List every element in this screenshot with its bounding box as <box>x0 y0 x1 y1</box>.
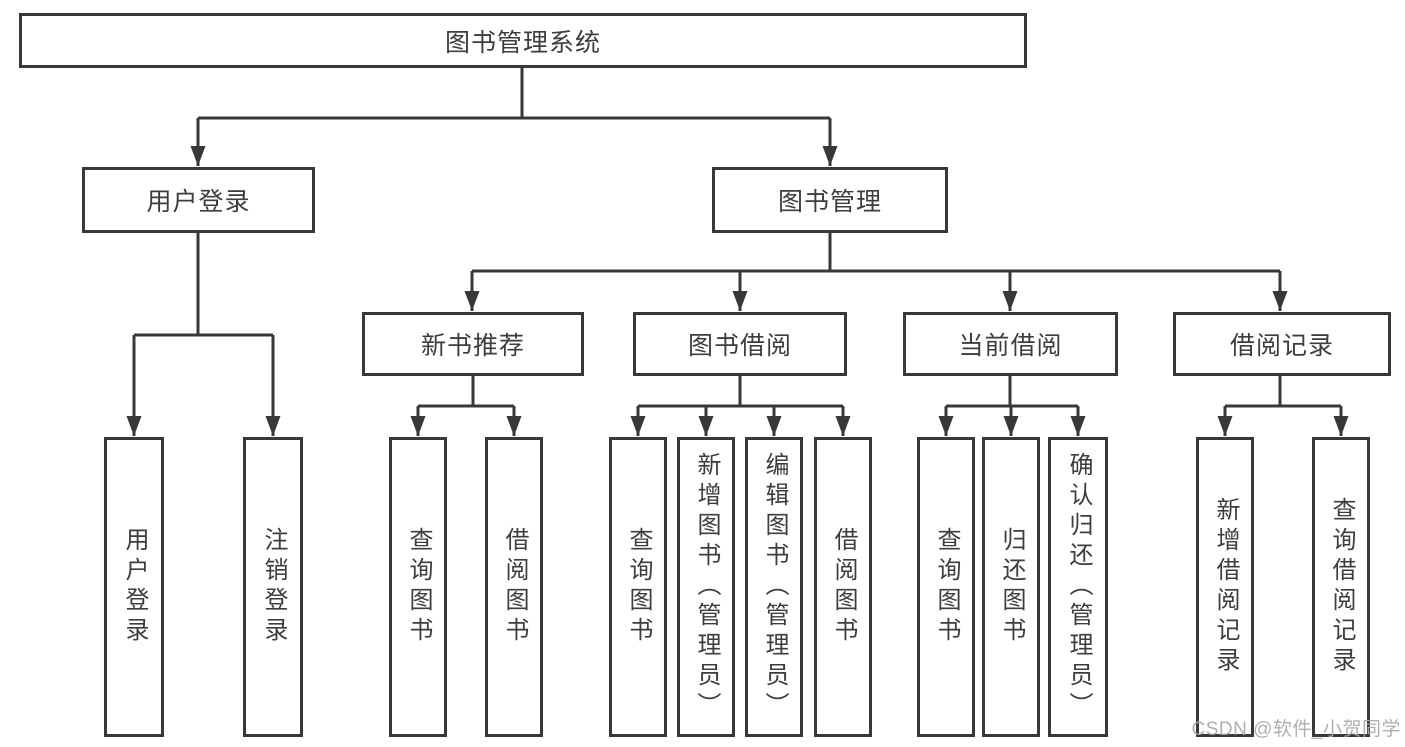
node-new-book-recommendation: 新书推荐 <box>362 312 584 376</box>
leaf-confirm-return-admin: 确认归还（管理员） <box>1048 437 1108 737</box>
node-label: 确认归还（管理员） <box>1065 452 1092 722</box>
leaf-query-borrow-record: 查询借阅记录 <box>1312 437 1370 737</box>
leaf-borrow-book-borrowing: 借阅图书 <box>814 437 872 737</box>
connector-current-borrowing-to-leaves <box>938 376 1086 436</box>
node-label: 借阅图书 <box>830 527 857 647</box>
node-label: 借阅记录 <box>1229 332 1334 360</box>
node-label: 新增借阅记录 <box>1212 497 1239 677</box>
connector-borrowing-records-to-leaves <box>1217 376 1349 436</box>
leaf-logout: 注销登录 <box>243 437 303 737</box>
node-book-management: 图书管理 <box>712 167 948 233</box>
node-root: 图书管理系统 <box>19 13 1027 68</box>
leaf-return-book: 归还图书 <box>982 437 1040 737</box>
node-label: 查询图书 <box>625 527 652 647</box>
node-label: 当前借阅 <box>958 332 1063 360</box>
node-label: 新书推荐 <box>420 332 525 360</box>
node-book-borrowing: 图书借阅 <box>633 312 847 376</box>
connector-user-login-to-leaves <box>126 233 281 436</box>
leaf-add-book-admin: 新增图书（管理员） <box>677 437 735 737</box>
leaf-query-book-recommend: 查询图书 <box>389 437 447 737</box>
csdn-watermark: CSDN @软件_小贺同学 <box>1191 719 1401 740</box>
connector-book-borrowing-to-leaves <box>630 376 851 436</box>
node-label: 归还图书 <box>998 527 1025 647</box>
node-label: 借阅图书 <box>501 527 528 647</box>
node-label: 图书管理系统 <box>444 28 601 57</box>
node-borrowing-records: 借阅记录 <box>1173 312 1391 376</box>
node-label: 图书管理 <box>777 188 882 216</box>
leaf-query-book-borrowing: 查询图书 <box>609 437 667 737</box>
node-user-login-branch: 用户登录 <box>82 167 315 233</box>
connector-root-to-level2 <box>190 68 838 166</box>
node-label: 新增图书（管理员） <box>693 452 720 722</box>
node-current-borrowing: 当前借阅 <box>903 312 1118 376</box>
node-label: 图书借阅 <box>687 332 792 360</box>
leaf-add-borrow-record: 新增借阅记录 <box>1196 437 1254 737</box>
node-label: 查询图书 <box>933 527 960 647</box>
node-label: 用户登录 <box>121 527 148 647</box>
leaf-borrow-book-recommend: 借阅图书 <box>485 437 543 737</box>
leaf-edit-book-admin: 编辑图书（管理员） <box>745 437 803 737</box>
node-label: 注销登录 <box>260 527 287 647</box>
node-label: 编辑图书（管理员） <box>761 452 788 722</box>
leaf-query-book-current: 查询图书 <box>917 437 975 737</box>
node-label: 用户登录 <box>146 188 251 216</box>
connector-book-management-to-level3 <box>464 233 1288 311</box>
connector-new-book-to-leaves <box>410 376 522 436</box>
node-label: 查询图书 <box>405 527 432 647</box>
node-label: 查询借阅记录 <box>1328 497 1355 677</box>
leaf-user-login: 用户登录 <box>104 437 164 737</box>
